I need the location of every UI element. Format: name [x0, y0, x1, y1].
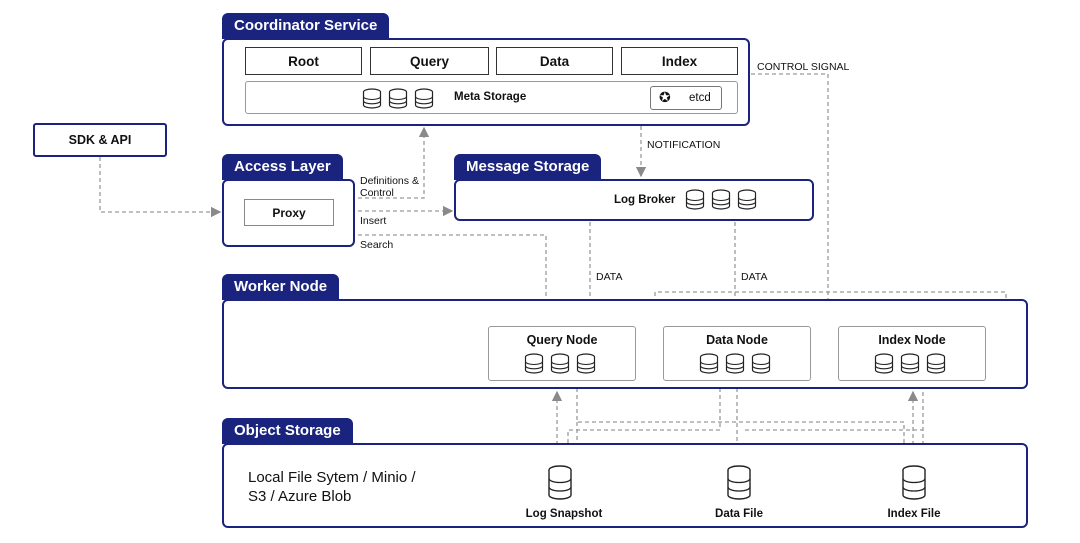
data-node-label: Data Node	[706, 333, 768, 347]
query-node-label: Query Node	[526, 333, 598, 347]
coordinator-service-group: Root Query Data Index Meta Storage ✪ etc…	[222, 38, 750, 126]
database-icon	[751, 353, 771, 374]
role-data-box: Data	[496, 47, 613, 75]
data-node-box: Data Node	[663, 326, 811, 381]
access-layer-title: Access Layer	[222, 154, 343, 180]
database-icon	[874, 353, 894, 374]
object-storage-desc-line2: S3 / Azure Blob	[248, 488, 352, 505]
data-node-cylinders	[699, 353, 771, 375]
database-icon	[725, 353, 745, 374]
log-snapshot-label: Log Snapshot	[525, 508, 603, 520]
database-icon	[711, 189, 731, 210]
database-icon	[414, 88, 434, 109]
meta-storage-bar: Meta Storage ✪ etcd	[245, 81, 738, 114]
definitions-label-line1: Definitions &	[360, 175, 419, 187]
database-icon	[699, 353, 719, 374]
data-label-right: DATA	[741, 271, 768, 283]
object-storage-group: Local File Sytem / Minio / S3 / Azure Bl…	[222, 443, 1028, 528]
object-storage-title: Object Storage	[222, 418, 353, 444]
coordinator-title: Coordinator Service	[222, 13, 390, 39]
database-icon	[576, 353, 596, 374]
insert-label: Insert	[360, 215, 387, 227]
database-icon	[685, 189, 705, 210]
role-index-box: Index	[621, 47, 738, 75]
etcd-box: ✪ etcd	[650, 86, 722, 110]
index-node-cylinders	[874, 353, 946, 375]
database-icon	[362, 88, 382, 109]
object-storage-desc-line1: Local File Sytem / Minio /	[248, 469, 416, 486]
query-node-cylinders	[524, 353, 596, 375]
role-query-box: Query	[370, 47, 489, 75]
log-broker-cylinders	[685, 189, 757, 211]
message-storage-title: Message Storage	[454, 154, 602, 180]
role-root-box: Root	[245, 47, 362, 75]
worker-node-title: Worker Node	[222, 274, 340, 300]
meta-storage-cylinders	[362, 88, 434, 110]
notification-label: NOTIFICATION	[647, 139, 721, 151]
data-label-left: DATA	[596, 271, 623, 283]
sdk-api-box: SDK & API	[33, 123, 167, 157]
access-layer-group: Proxy	[222, 179, 355, 247]
database-icon	[550, 353, 570, 374]
database-icon	[900, 353, 920, 374]
index-node-label: Index Node	[878, 333, 946, 347]
database-icon	[524, 353, 544, 374]
control-signal-label: CONTROL SIGNAL	[757, 61, 850, 73]
meta-storage-label: Meta Storage	[454, 91, 527, 103]
data-file-database-icon	[727, 465, 751, 500]
worker-node-group: Query Node Data Node Index Node	[222, 299, 1028, 389]
log-snapshot-database-icon	[548, 465, 572, 500]
search-label: Search	[360, 239, 394, 251]
database-icon	[926, 353, 946, 374]
etcd-label: etcd	[689, 92, 711, 104]
log-broker-label: Log Broker	[614, 194, 676, 206]
index-file-database-icon	[902, 465, 926, 500]
sdk-to-access-arrow	[99, 157, 222, 218]
etcd-icon: ✪	[659, 89, 671, 105]
database-icon	[388, 88, 408, 109]
proxy-box: Proxy	[244, 199, 334, 226]
data-file-label: Data File	[715, 508, 763, 520]
database-icon	[737, 189, 757, 210]
message-storage-group: Log Broker	[454, 179, 814, 221]
index-file-label: Index File	[887, 508, 941, 520]
definitions-label-line2: Control	[360, 187, 394, 199]
query-node-box: Query Node	[488, 326, 636, 381]
index-node-box: Index Node	[838, 326, 986, 381]
